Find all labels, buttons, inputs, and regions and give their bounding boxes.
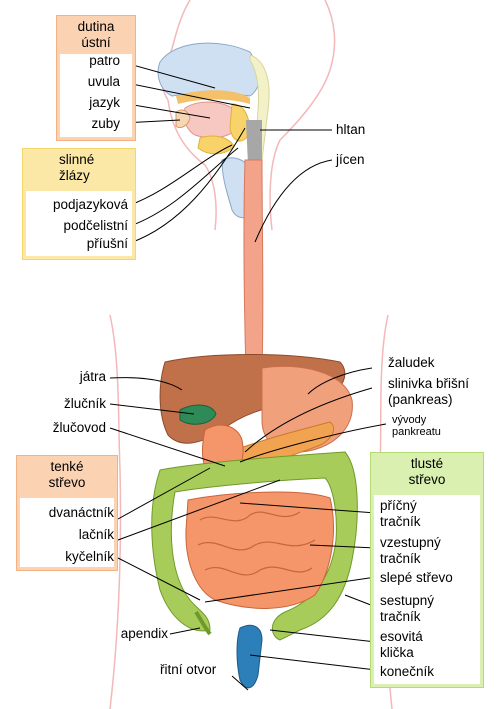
label-vzestupny-line-1: vzestupný [380,535,441,550]
pharynx [246,120,262,165]
nasal-cavity [157,42,260,97]
glands-group-box: slinné žlázy [22,148,136,260]
small-intestine-title-line-1: tenké [50,459,84,474]
glands-group-title: slinné žlázy [23,149,135,184]
label-konecnik: konečník [380,664,435,679]
leader-lines [109,61,387,691]
small-intestine-items [20,498,114,567]
large-intestine-title-line-2: střevo [408,472,446,487]
label-jazyk: jazyk [89,95,120,110]
mouth-group-box: dutina ústní [56,15,136,141]
label-uvula: uvula [87,74,120,89]
label-jatra: játra [79,369,106,384]
gallbladder [179,404,217,425]
label-apendix: apendix [120,626,168,641]
glands-title-line-1: slinné [59,152,95,167]
appendix [194,610,212,636]
small-intestine [185,491,334,609]
glands-title-line-2: žlázy [59,168,90,183]
label-hltan: hltan [336,122,366,137]
small-intestine-group-box: tenké střevo [16,455,118,571]
esophagus [243,159,264,373]
large-intestine-title-line-1: tlusté [410,456,444,471]
label-priusni: příušní [86,236,128,251]
label-kycelnik: kyčelník [65,549,114,564]
rectum [236,624,263,689]
label-vzestupny-line-2: tračník [380,551,421,566]
label-sestupny-line-1: sestupný [380,593,435,608]
mouth-title-line-2: ústní [81,35,111,50]
label-vyvody-line-1: vývody [392,414,427,426]
label-zaludek: žaludek [388,355,435,370]
label-slinivka-line-1: slinivka břišní [388,376,470,391]
label-pricny-line-2: tračník [380,514,421,529]
label-vyvody-line-2: pankreatu [392,426,441,438]
label-esovita-line-1: esovitá [380,629,423,644]
palate [176,90,250,104]
label-patro: patro [89,53,120,68]
label-pricny-line-1: příčný [380,498,417,513]
intestine-coils [197,511,316,576]
label-ritni-otvor: řitní otvor [160,662,217,677]
label-esovita-line-2: klička [380,645,414,660]
label-zuby: zuby [91,116,120,131]
label-sestupny-line-2: tračník [380,609,421,624]
label-lacnik: lačník [78,527,114,542]
label-podcelistni: podčelistní [63,218,128,233]
mouth-items [60,54,132,137]
label-podjazykova: podjazyková [52,197,128,212]
label-slinivka-line-2: (pankreas) [388,392,453,407]
mouth-title-line-1: dutina [77,19,115,34]
large-intestine-group-box: tlusté střevo [370,452,484,688]
label-jicen: jícen [336,152,365,167]
label-dvanactnik: dvanáctník [48,505,114,520]
small-intestine-title-line-2: střevo [48,475,86,490]
large-intestine-group-title: tlusté střevo [371,453,483,488]
small-intestine-group-title: tenké střevo [17,456,117,491]
label-slepe-strevo: slepé střevo [380,570,453,585]
large-intestine [151,451,358,641]
mouth-group-title: dutina ústní [57,16,135,51]
salivary-glands [197,135,235,155]
label-zlucovod: žlučovod [52,420,106,435]
large-intestine-items [374,495,480,684]
label-zlucnik: žlučník [63,396,106,411]
glands-items [26,191,132,256]
